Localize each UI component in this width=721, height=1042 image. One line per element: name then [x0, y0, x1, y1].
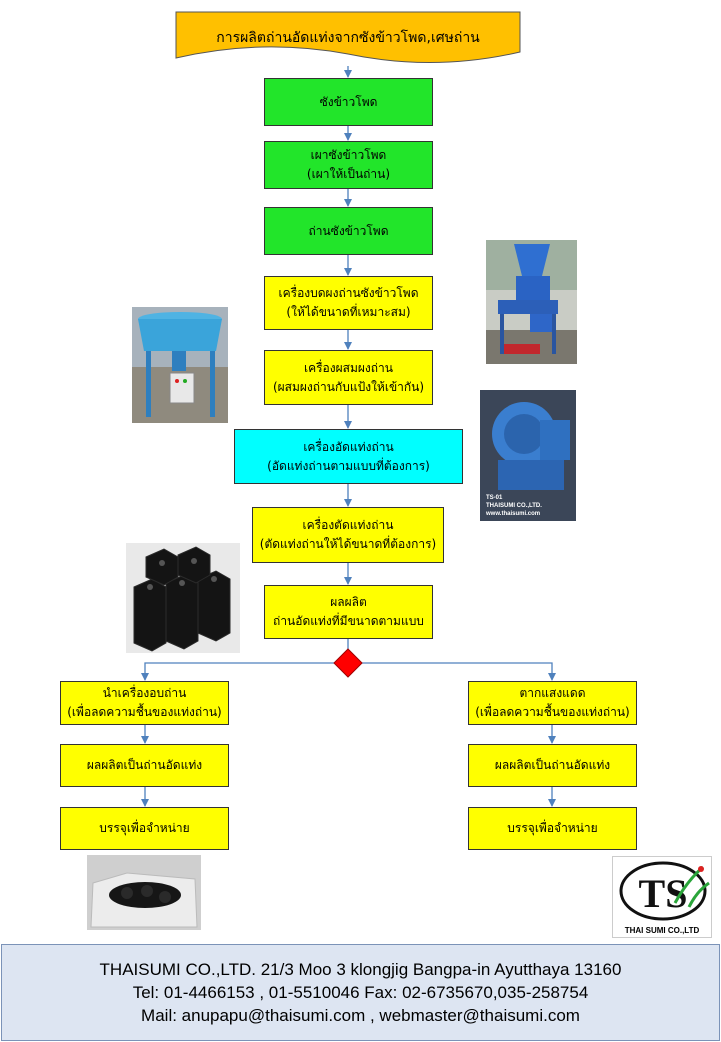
extruder-photo-caption: TS-01 THAISUMI CO.,LTD. www.thaisumi.com [486, 494, 542, 518]
mixer-photo [132, 307, 228, 423]
step-sublabel: (ตัดแท่งถ่านให้ได้ขนาดที่ต้องการ) [259, 537, 437, 551]
extruder-model: TS-01 [486, 495, 503, 501]
step-sublabel: (เพื่อลดความชื้นของแท่งถ่าน) [67, 705, 222, 719]
footer-email: Mail: anupapu@thaisumi.com , webmaster@t… [141, 1006, 580, 1025]
extruder-photo: TS-01 THAISUMI CO.,LTD. www.thaisumi.com [480, 390, 576, 521]
right-product: ผลผลิตเป็นถ่านอัดแท่ง [468, 744, 637, 787]
step-sublabel: (เพื่อลดความชื้นของแท่งถ่าน) [475, 705, 630, 719]
briquettes-photo [126, 543, 240, 653]
grinder-illustration [486, 240, 577, 364]
mixer-illustration [132, 307, 228, 423]
step-burn-cob: เผาซังข้าวโพด (เผาให้เป็นถ่าน) [264, 141, 433, 189]
company-footer: THAISUMI CO.,LTD. 21/3 Moo 3 klongjig Ba… [1, 944, 720, 1041]
left-package: บรรจุเพื่อจำหน่าย [60, 807, 229, 850]
step-label: บรรจุเพื่อจำหน่าย [99, 821, 190, 835]
step-label: เครื่องบดผงถ่านซังข้าวโพด [278, 286, 419, 300]
step-sublabel: (ให้ได้ขนาดที่เหมาะสม) [286, 305, 411, 319]
step-cob-charcoal: ถ่านซังข้าวโพด [264, 207, 433, 255]
step-sublabel: ถ่านอัดแท่งที่มีขนาดตามแบบ [273, 614, 424, 628]
step-sublabel: (ผสมผงถ่านกับแป้งให้เข้ากัน) [272, 379, 425, 394]
step-sublabel: (เผาให้เป็นถ่าน) [306, 167, 391, 181]
footer-address: THAISUMI CO.,LTD. 21/3 Moo 3 klongjig Ba… [99, 960, 622, 979]
company-logo: TS THAI SUMI CO.,LTD [612, 856, 712, 938]
logo-text: THAI SUMI CO.,LTD [624, 926, 700, 935]
step-label: ตากแสงแดด [519, 686, 586, 700]
arrow-decision-left [141, 662, 334, 681]
briquettes-illustration [133, 546, 231, 652]
packaged-illustration [87, 855, 201, 930]
step-label: เครื่องผสมผงถ่าน [303, 360, 393, 375]
step-corn-cob: ซังข้าวโพด [264, 78, 433, 126]
extruder-web: www.thaisumi.com [486, 511, 541, 517]
step-extruder: เครื่องอัดแท่งถ่าน (อัดแท่งถ่านตามแบบที่… [234, 429, 463, 484]
extruder-company: THAISUMI CO.,LTD. [486, 503, 542, 509]
step-label: ซังข้าวโพด [319, 94, 378, 109]
step-label: ถ่านซังข้าวโพด [308, 223, 389, 238]
left-product: ผลผลิตเป็นถ่านอัดแท่ง [60, 744, 229, 787]
right-sun-dry: ตากแสงแดด (เพื่อลดความชื้นของแท่งถ่าน) [468, 681, 637, 725]
step-label: เครื่องตัดแท่งถ่าน [302, 518, 394, 532]
step-label: ผลผลิตเป็นถ่านอัดแท่ง [86, 758, 203, 772]
logo-mark: TS [619, 861, 710, 921]
arrow-decision-right [362, 662, 556, 681]
step-sublabel: (อัดแท่งถ่านตามแบบที่ต้องการ) [267, 458, 430, 473]
extruder-illustration [480, 390, 576, 521]
step-product: ผลผลิต ถ่านอัดแท่งที่มีขนาดตามแบบ [264, 585, 433, 639]
step-cutter: เครื่องตัดแท่งถ่าน (ตัดแท่งถ่านให้ได้ขนา… [252, 507, 444, 563]
packaged-photo [87, 855, 201, 930]
right-package: บรรจุเพื่อจำหน่าย [468, 807, 637, 850]
title-banner-shape [175, 11, 521, 63]
step-label: เผาซังข้าวโพด [310, 148, 387, 162]
step-grinder: เครื่องบดผงถ่านซังข้าวโพด (ให้ได้ขนาดที่… [264, 276, 433, 330]
left-oven-dry: นำเครื่องอบถ่าน (เพื่อลดความชื้นของแท่งถ… [60, 681, 229, 725]
step-label: นำเครื่องอบถ่าน [102, 686, 187, 700]
step-label: ผลผลิต [330, 595, 367, 609]
step-label: เครื่องอัดแท่งถ่าน [303, 439, 394, 454]
grinder-photo [486, 240, 577, 364]
step-label: บรรจุเพื่อจำหน่าย [507, 821, 598, 835]
title-banner: การผลิตถ่านอัดแท่งจากซังข้าวโพด,เศษถ่าน [174, 10, 522, 66]
step-label: ผลผลิตเป็นถ่านอัดแท่ง [494, 758, 611, 772]
page-title: การผลิตถ่านอัดแท่งจากซังข้าวโพด,เศษถ่าน [216, 30, 480, 46]
step-mixer: เครื่องผสมผงถ่าน (ผสมผงถ่านกับแป้งให้เข้… [264, 350, 433, 405]
decision-diamond [333, 648, 363, 678]
footer-phone: Tel: 01-4466153 , 01-5510046 Fax: 02-673… [132, 983, 589, 1002]
